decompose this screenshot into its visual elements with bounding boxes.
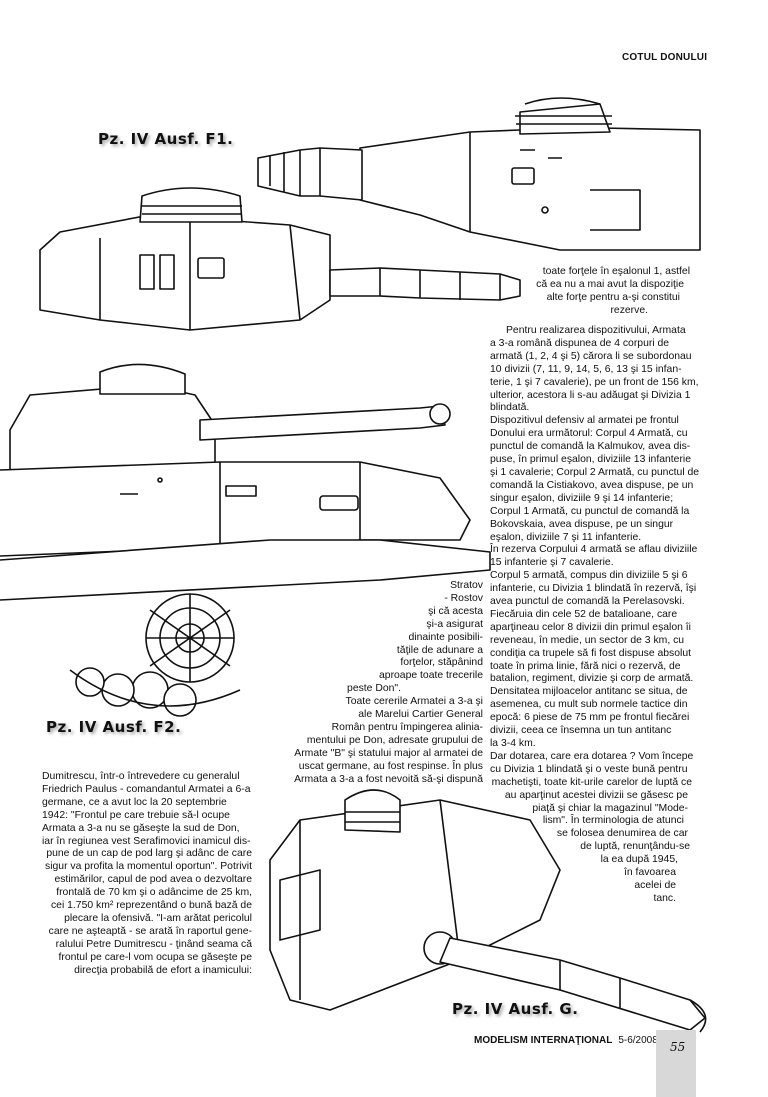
text-line: Pentru realizarea dispozitivului, Armata	[506, 325, 686, 336]
text-line: eşalon, diviziile 7 şi 11 infanterie.	[490, 531, 642, 543]
text-line: batalion, regiment, divizie şi corp de a…	[490, 673, 694, 685]
text-line: aparţineau celor 8 divizii din primul eş…	[490, 621, 691, 633]
text-line: avea punctul de comandă la Perelasovski.	[490, 596, 685, 608]
text-line: la ea după 1945,	[600, 854, 678, 866]
text-line: direcţia probabilă de efort a inamicului…	[74, 964, 252, 976]
text-line: Donului era următorul: Corpul 4 Armată, …	[490, 428, 688, 440]
text-line: ale Marelui Cartier General	[358, 709, 483, 721]
magazine-title: MODELISM INTERNAŢIONAL	[474, 1035, 613, 1046]
issue-number: 5-6/2008	[618, 1035, 658, 1046]
text-line: la 3-4 km.	[490, 738, 536, 749]
text-line: Armata a 3-a a fost nevoită să-şi dispun…	[294, 773, 483, 785]
text-line: şi 1 cavalerie; Corpul 2 Armată, cu punc…	[490, 466, 700, 478]
text-line: Corpul 1 Armată, cu punctul de comandă l…	[490, 505, 690, 517]
text-line: lism". În terminologia de atunci	[542, 815, 684, 827]
text-line: epocă: 6 piese de 75 mm pe frontul fiecă…	[490, 712, 690, 724]
text-line: germane, ce a avut loc la 20 septembrie	[42, 796, 227, 808]
right-column-body: Pentru realizarea dispozitivului, Armata…	[490, 325, 700, 906]
text-line: în favoarea	[624, 867, 676, 879]
text-line: forţelor, stăpânind	[400, 657, 483, 669]
text-line: mentului pe Don, adresate grupului de	[306, 734, 483, 746]
text-line: de luptă, renunţându-se	[580, 841, 690, 853]
text-line: ralului Petre Dumitrescu - ţinând seama …	[55, 938, 252, 950]
text-line: Dispozitivul defensiv al armatei pe fron…	[490, 415, 679, 427]
text-line: - Rostov	[444, 592, 483, 604]
text-line: reveneau, în medie, un sector de 3 km, c…	[490, 634, 685, 646]
text-line: frontală de 70 km şi o adâncime de 25 km…	[56, 887, 252, 899]
text-line: condiţia ca trupele să fi fost dispuse a…	[490, 647, 692, 659]
text-line: Densitatea mijloacelor antitanc se situa…	[490, 686, 688, 698]
text-line: Corpul 5 armată, compus din diviziile 5 …	[490, 570, 688, 582]
text-line: ulterior, acestora li s-au adăugat şi Di…	[490, 389, 691, 401]
text-line: estimărilor, capul de pod avea o dezvolt…	[54, 874, 252, 886]
text-line: şi că acesta	[428, 605, 483, 617]
text-line: au aparţinut acestei divizii se găsesc p…	[504, 789, 688, 801]
text-line: alte forţe pentru a-şi constitui	[546, 291, 680, 303]
text-line: Stratov	[450, 580, 483, 591]
text-line: plecare la ofensivă. "I-am arătat perico…	[64, 912, 252, 924]
text-line: toate în prima linie, fără nici o rezerv…	[490, 660, 681, 672]
text-line: se folosea denumirea de car	[556, 828, 688, 840]
text-line: machetişti, toate kit-urile carelor de l…	[491, 776, 692, 788]
text-line: aproape toate trecerile	[379, 670, 483, 682]
text-line: divizii, ceea ce însemna un tun antitanc	[490, 725, 672, 737]
text-line: Bokovskaia, avea dispuse, pe un singur	[490, 518, 674, 530]
text-line: uscat germane, au fost respinse. În plus	[298, 760, 483, 772]
text-line: cei 1.750 km² reprezentând o bună bază d…	[50, 900, 252, 912]
left-column: Dumitrescu, într-o întrevedere cu genera…	[42, 771, 252, 978]
text-line: şi-a asigurat	[426, 618, 483, 630]
text-line: Dumitrescu, într-o întrevedere cu genera…	[42, 771, 240, 782]
text-line: blindată.	[490, 402, 530, 414]
text-line: Toate cererile Armatei a 3-a şi	[345, 696, 483, 708]
text-line: că ea nu a mai avut la dispoziţie	[536, 278, 684, 290]
text-line: Armata a 3-a nu se găseşte la sud de Don…	[42, 822, 240, 834]
text-line: singur eşalon, diviziile 9 şi 14 infante…	[490, 492, 674, 504]
text-line: terie, 1 şi 7 cavalerie), pe un front de…	[490, 376, 699, 388]
right-column-top: toate forţele în eşalonul 1, astfel că e…	[490, 266, 700, 318]
text-line: tăţile de adunare a	[396, 644, 483, 656]
text-line: comandă la Cistiakovo, avea dispuse, pe …	[490, 479, 694, 491]
caption-pz-iv-g: Pz. IV Ausf. G.	[452, 1000, 579, 1018]
text-line: acelei de	[634, 879, 676, 891]
caption-pz-iv-f2: Pz. IV Ausf. F2.	[46, 718, 182, 736]
text-line: 10 divizii (7, 11, 9, 14, 5, 6, 13 şi 15…	[490, 363, 682, 375]
text-line: dinainte posibili-	[408, 631, 483, 643]
text-line: 1942: "Frontul pe care trebuie să-l ocup…	[42, 809, 230, 821]
text-line: peste Don".	[347, 683, 401, 695]
text-line: cu Divizia 1 blindată şi o veste bună pe…	[490, 763, 688, 775]
pz-iv-g-drawing	[269, 789, 707, 1033]
caption-pz-iv-f1: Pz. IV Ausf. F1.	[98, 130, 234, 148]
pz-iv-f1-turret-drawing	[257, 97, 701, 251]
text-line: pune de un cap de pod larg şi adânc de c…	[46, 848, 252, 860]
text-line: frontul pe care-l vom ocupa se găseşte p…	[58, 951, 253, 963]
text-line: asemenea, cu mult sub normele tactice di…	[490, 699, 688, 711]
page-number: 55	[670, 1040, 686, 1054]
text-line: punctul de comandă la Kalmukov, avea dis…	[490, 441, 691, 453]
text-line: Dar dotarea, care era dotarea ? Vom înce…	[490, 750, 694, 762]
text-line: sigur va profita la momentul oportun". P…	[45, 861, 252, 873]
pz-iv-f2-drawing	[0, 363, 491, 717]
text-line: infanterie, cu Divizia 1 blindată în rez…	[490, 583, 697, 595]
text-line: Român pentru împingerea alinia-	[331, 721, 483, 733]
text-line: piaţă şi chiar la magazinul "Mode-	[532, 802, 688, 814]
text-line: Friedrich Paulus - comandantul Armatei a…	[42, 783, 251, 795]
page-number-box: 55	[656, 1030, 696, 1097]
text-line: a 3-a română dispunea de 4 corpuri de	[490, 337, 670, 349]
text-line: toate forţele în eşalonul 1, astfel	[542, 266, 690, 277]
text-line: care ne aşteaptă - se arată în raportul …	[48, 925, 252, 937]
text-line: În rezerva Corpului 4 armată se aflau di…	[490, 544, 698, 556]
text-line: Fiecăruia din cele 52 de batalioane, car…	[490, 608, 678, 620]
middle-column: Stratov - Rostov şi că acesta şi-a asigu…	[240, 580, 483, 787]
text-line: armată (1, 2, 4 şi 5) cărora li se subor…	[490, 350, 692, 362]
pz-iv-f1-hull-drawing	[39, 187, 521, 331]
text-line: rezerve.	[610, 304, 648, 316]
text-line: tanc.	[653, 892, 676, 904]
text-line: puse, în primul eşalon, diviziile 13 inf…	[490, 454, 691, 466]
section-header: COTUL DONULUI	[622, 52, 708, 63]
text-line: iar în regiunea vest Serafimovici inamic…	[42, 835, 251, 847]
text-line: 15 infanterie şi 7 cavalerie.	[490, 557, 614, 569]
footer-magazine: MODELISM INTERNAŢIONAL 5-6/2008	[474, 1035, 658, 1046]
text-line: Armate "B" şi statului major al armatei …	[294, 747, 483, 759]
